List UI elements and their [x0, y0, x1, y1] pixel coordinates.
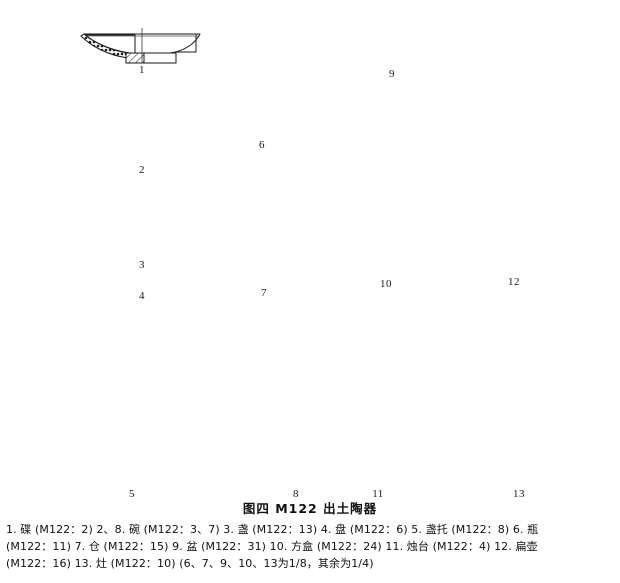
- figure-title: 图四 M122 出土陶器: [242, 501, 378, 516]
- caption-line-1: 1. 碟 (M122：2) 2、8. 碗 (M122：3、7) 3. 盏 (M1…: [6, 523, 539, 536]
- item-number-5: 5: [129, 488, 135, 500]
- item-number-6: 6: [259, 139, 265, 151]
- item-number-9: 9: [389, 68, 395, 80]
- item-number-7: 7: [261, 287, 267, 299]
- item-number-11: 11: [372, 488, 384, 500]
- caption-line-2: (M122：11) 7. 仓 (M122：15) 9. 盆 (M122：31) …: [6, 540, 538, 553]
- item-number-1: 1: [139, 64, 145, 76]
- caption-line-3: (M122：16) 13. 灶 (M122：10) (6、7、9、10、13为1…: [6, 557, 374, 570]
- item-number-2: 2: [139, 164, 145, 176]
- item-number-10: 10: [380, 278, 392, 290]
- figure-caption-block: 图四 M122 出土陶器 1. 碟 (M122：2) 2、8. 碗 (M122：…: [0, 498, 620, 572]
- figure-item-1-dish: [80, 28, 201, 64]
- illustration-canvas: [80, 28, 201, 64]
- item-number-3: 3: [139, 259, 145, 271]
- item-number-8: 8: [293, 488, 299, 500]
- item-number-13: 13: [513, 488, 525, 500]
- item-number-12: 12: [508, 276, 520, 288]
- figure-plate: 1 2 3 4 5 6 7 8 9 10 11 12 13: [80, 28, 525, 500]
- item-number-4: 4: [139, 290, 145, 302]
- caption-lines: 1. 碟 (M122：2) 2、8. 碗 (M122：3、7) 3. 盏 (M1…: [0, 521, 620, 572]
